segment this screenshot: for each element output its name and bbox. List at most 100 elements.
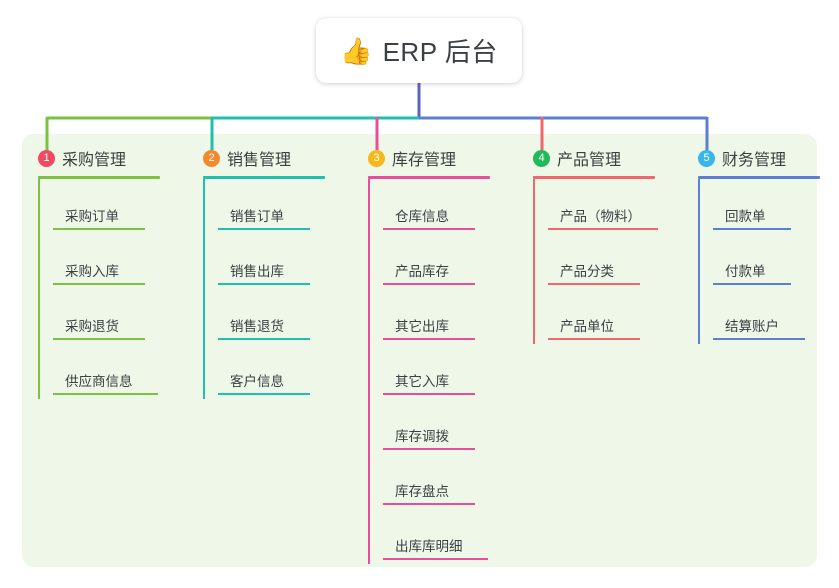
branch-item[interactable]: 客户信息 bbox=[218, 344, 325, 399]
branch-header-underline bbox=[368, 176, 490, 179]
branch-item[interactable]: 其它入库 bbox=[383, 344, 490, 399]
branch-title: 财务管理 bbox=[722, 152, 787, 169]
branch-header-4[interactable]: 4 产品管理 bbox=[533, 146, 655, 170]
branch-column-2: 2 销售管理销售订单销售出库销售退货客户信息 bbox=[203, 146, 325, 399]
branch-spine bbox=[38, 179, 40, 399]
branch-item-underline bbox=[713, 338, 805, 340]
branch-item-label: 结算账户 bbox=[725, 319, 779, 334]
branch-item-label: 采购退货 bbox=[65, 319, 119, 334]
branch-item[interactable]: 库存调拨 bbox=[383, 399, 490, 454]
branch-item[interactable]: 采购退货 bbox=[53, 289, 160, 344]
branch-header-5[interactable]: 5 财务管理 bbox=[698, 146, 820, 170]
branch-item-underline bbox=[53, 393, 158, 395]
branch-items: 仓库信息产品库存其它出库其它入库库存调拨库存盘点出库库明细 bbox=[368, 179, 490, 564]
branch-item-underline bbox=[218, 283, 310, 285]
root-title: ERP 后台 bbox=[382, 37, 498, 67]
branch-item-underline bbox=[383, 558, 488, 560]
branch-title: 产品管理 bbox=[557, 152, 622, 169]
branch-item-label: 销售退货 bbox=[230, 319, 284, 334]
branch-items: 销售订单销售出库销售退货客户信息 bbox=[203, 179, 325, 399]
branch-item-underline bbox=[53, 338, 145, 340]
branch-item[interactable]: 供应商信息 bbox=[53, 344, 160, 399]
branch-item[interactable]: 出库库明细 bbox=[383, 509, 490, 564]
branch-item-underline bbox=[713, 283, 791, 285]
branch-item[interactable]: 产品分类 bbox=[548, 234, 655, 289]
branch-header-underline bbox=[203, 176, 325, 179]
root-node[interactable]: 👍 ERP 后台 bbox=[316, 18, 522, 83]
branch-item[interactable]: 回款单 bbox=[713, 179, 820, 234]
branch-item-underline bbox=[383, 448, 475, 450]
branch-item[interactable]: 库存盘点 bbox=[383, 454, 490, 509]
branch-item-label: 其它入库 bbox=[395, 374, 449, 389]
branch-item-label: 采购入库 bbox=[65, 264, 119, 279]
branch-header-3[interactable]: 3 库存管理 bbox=[368, 146, 490, 170]
branch-item[interactable]: 产品单位 bbox=[548, 289, 655, 344]
branch-item-label: 产品分类 bbox=[560, 264, 614, 279]
branch-item-label: 产品（物料） bbox=[560, 209, 641, 224]
branch-spine bbox=[203, 179, 205, 399]
branch-column-4: 4 产品管理产品（物料） 产品分类产品单位 bbox=[533, 146, 658, 344]
branch-title: 库存管理 bbox=[392, 152, 457, 169]
branch-header-underline bbox=[533, 176, 655, 179]
branch-item[interactable]: 仓库信息 bbox=[383, 179, 490, 234]
branch-item[interactable]: 产品（物料） bbox=[548, 179, 658, 234]
branch-item-label: 采购订单 bbox=[65, 209, 119, 224]
branch-item[interactable]: 付款单 bbox=[713, 234, 820, 289]
branch-item-underline bbox=[53, 228, 145, 230]
branch-item[interactable]: 其它出库 bbox=[383, 289, 490, 344]
branch-item[interactable]: 产品库存 bbox=[383, 234, 490, 289]
branch-item-underline bbox=[713, 228, 791, 230]
branch-item-label: 回款单 bbox=[725, 209, 766, 224]
branch-title: 销售管理 bbox=[227, 152, 292, 169]
branch-number-badge: 4 bbox=[533, 149, 550, 167]
branch-column-3: 3 库存管理仓库信息产品库存其它出库其它入库库存调拨库存盘点出库库明细 bbox=[368, 146, 490, 564]
branch-header-1[interactable]: 1 采购管理 bbox=[38, 146, 160, 170]
branch-number-badge: 3 bbox=[368, 149, 385, 167]
branch-item[interactable]: 销售订单 bbox=[218, 179, 325, 234]
branch-header-underline bbox=[38, 176, 160, 179]
branch-item-label: 其它出库 bbox=[395, 319, 449, 334]
branch-items: 产品（物料） 产品分类产品单位 bbox=[533, 179, 658, 344]
branch-items: 采购订单采购入库采购退货供应商信息 bbox=[38, 179, 160, 399]
branch-item-underline bbox=[218, 338, 310, 340]
branch-spine bbox=[368, 179, 370, 564]
branch-items: 回款单付款单结算账户 bbox=[698, 179, 820, 344]
branch-column-5: 5 财务管理回款单付款单结算账户 bbox=[698, 146, 820, 344]
branch-title: 采购管理 bbox=[62, 152, 127, 169]
thumbs-up-icon: 👍 bbox=[340, 35, 373, 66]
branch-spine bbox=[533, 179, 535, 344]
branch-item-underline bbox=[383, 338, 475, 340]
branch-item-underline bbox=[383, 393, 475, 395]
branch-item-label: 客户信息 bbox=[230, 374, 284, 389]
branch-item-underline bbox=[218, 228, 310, 230]
branch-number-badge: 1 bbox=[38, 149, 55, 167]
branch-item-underline bbox=[383, 228, 475, 230]
branch-column-1: 1 采购管理采购订单采购入库采购退货供应商信息 bbox=[38, 146, 160, 399]
branch-header-underline bbox=[698, 176, 820, 179]
branch-item-underline bbox=[548, 283, 640, 285]
branch-item-label: 供应商信息 bbox=[65, 374, 133, 389]
branch-item-label: 产品单位 bbox=[560, 319, 614, 334]
branch-item-underline bbox=[383, 503, 475, 505]
branch-item[interactable]: 销售出库 bbox=[218, 234, 325, 289]
branch-number-badge: 5 bbox=[698, 149, 715, 167]
branch-item-underline bbox=[53, 283, 145, 285]
branch-item-label: 库存调拨 bbox=[395, 429, 449, 444]
branch-number-badge: 2 bbox=[203, 149, 220, 167]
branch-spine bbox=[698, 179, 700, 344]
branches-panel bbox=[22, 134, 817, 567]
branch-item-label: 仓库信息 bbox=[395, 209, 449, 224]
branch-item-underline bbox=[548, 338, 640, 340]
branch-item[interactable]: 销售退货 bbox=[218, 289, 325, 344]
branch-item[interactable]: 采购入库 bbox=[53, 234, 160, 289]
branch-header-2[interactable]: 2 销售管理 bbox=[203, 146, 325, 170]
branch-item-label: 付款单 bbox=[725, 264, 766, 279]
branch-item-label: 出库库明细 bbox=[395, 539, 463, 554]
branch-item-underline bbox=[218, 393, 310, 395]
branch-item[interactable]: 结算账户 bbox=[713, 289, 820, 344]
branch-item[interactable]: 采购订单 bbox=[53, 179, 160, 234]
branch-item-underline bbox=[548, 228, 658, 230]
branch-item-label: 销售订单 bbox=[230, 209, 284, 224]
branch-item-underline bbox=[383, 283, 475, 285]
